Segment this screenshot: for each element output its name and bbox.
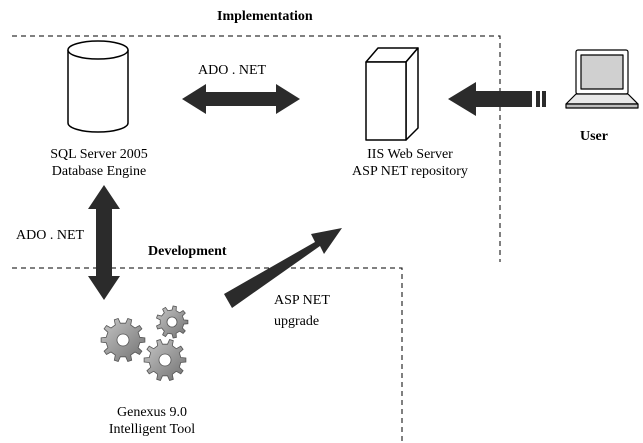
arrow-user-web [448,82,546,116]
edge-label-dev-web: ASP NET upgrade [274,292,330,330]
gears-icon [100,305,189,381]
implementation-boundary [12,35,501,262]
implementation-title: Implementation [217,9,313,24]
user-label: User [580,129,608,144]
arrow-dev-web [224,228,342,308]
server-icon [365,47,419,141]
iis-label: IIS Web Server ASP NET repository [330,146,490,180]
sql-server-label: SQL Server 2005 Database Engine [14,146,184,180]
development-title: Development [148,244,227,259]
edge-label-db-dev: ADO . NET [16,228,85,243]
genexus-line1: Genexus 9.0 [117,405,187,420]
sql-server-line1: SQL Server 2005 [50,147,148,162]
genexus-line2: Intelligent Tool [108,422,196,437]
database-icon [67,40,129,133]
iis-line2: ASP NET repository [352,164,468,179]
iis-line1: IIS Web Server [367,147,453,162]
gear-large-hole [116,333,130,347]
edge-label-dev-web-line2: upgrade [274,314,320,329]
sql-server-line2: Database Engine [51,164,147,179]
genexus-label: Genexus 9.0 Intelligent Tool [92,404,212,438]
laptop-icon [565,49,639,109]
edge-label-db-web: ADO . NET [198,63,267,78]
development-boundary [12,267,403,443]
edge-label-dev-web-line1: ASP NET [274,293,330,308]
arrow-db-web [182,84,300,114]
arrow-db-dev [88,185,120,300]
gear-small-hole [166,316,178,328]
gear-medium-hole [158,353,172,367]
